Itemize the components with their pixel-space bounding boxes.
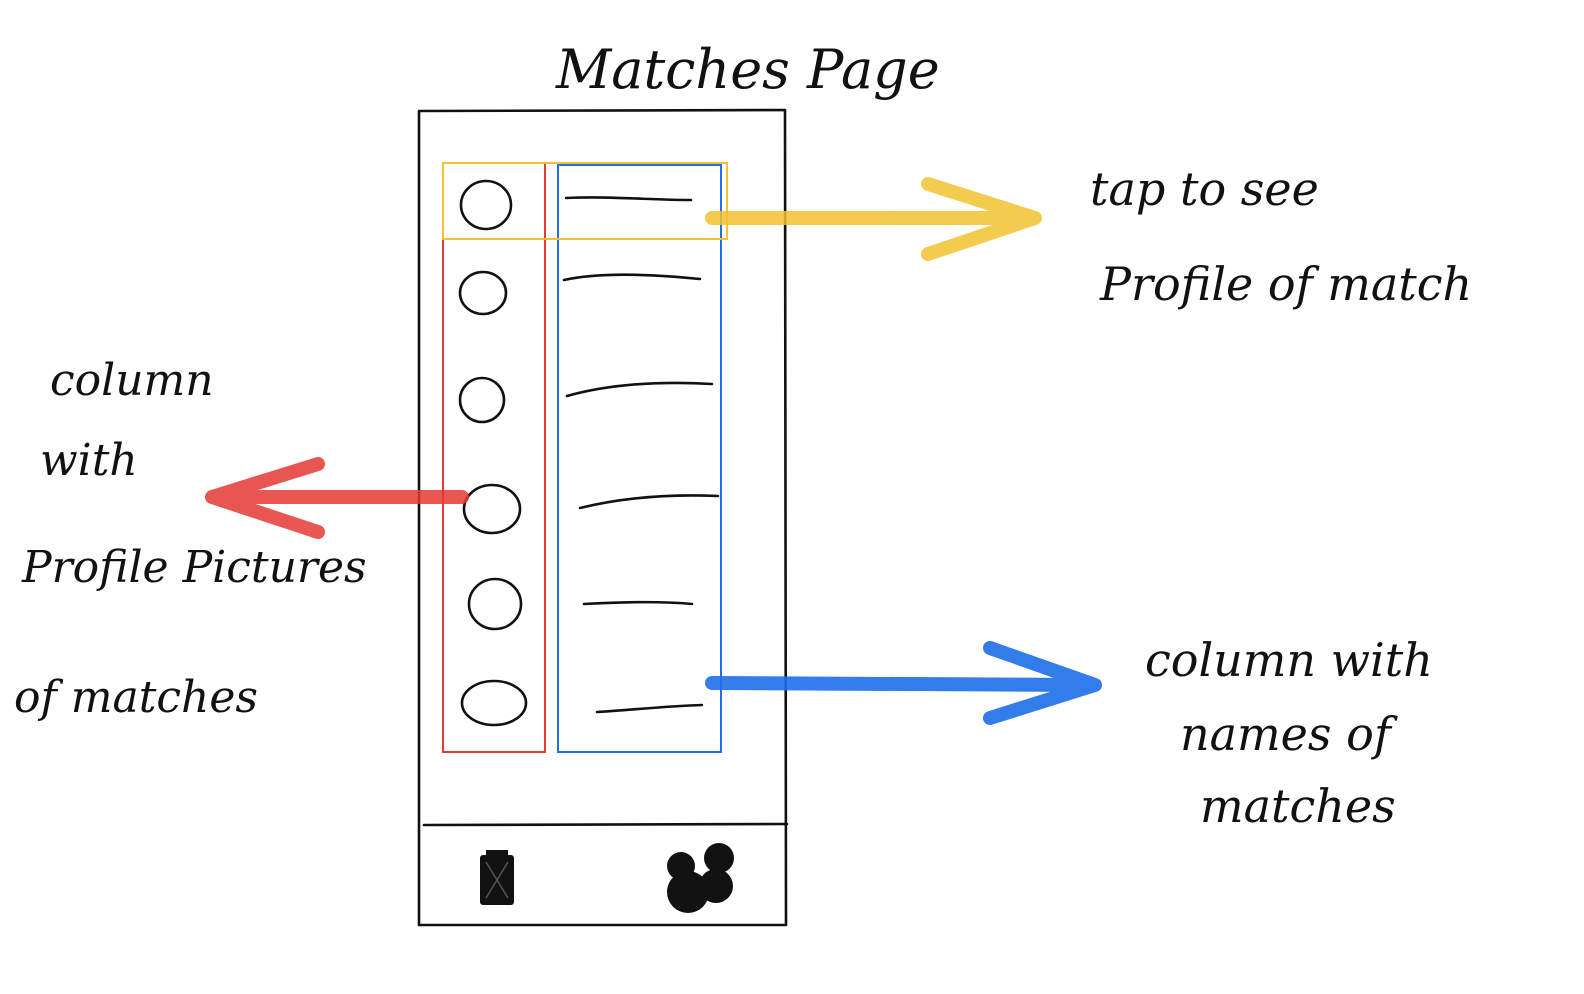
tap-arrow <box>705 177 1042 261</box>
card-stack-icon[interactable] <box>480 850 514 905</box>
tap-annotation-line1: tap to see <box>1090 162 1319 216</box>
profile-picture <box>467 577 523 631</box>
page-title: Matches Page <box>555 38 940 101</box>
pictures-annotation: column with Profile Pictures of matches <box>14 355 367 723</box>
tap-row-highlight[interactable] <box>442 162 728 240</box>
list-item[interactable] <box>458 270 702 316</box>
match-name <box>562 273 702 282</box>
list-item[interactable] <box>459 179 693 231</box>
match-list <box>458 179 720 727</box>
list-item[interactable] <box>467 577 694 631</box>
pictures-annotation-line3: Profile Pictures <box>21 542 367 593</box>
pictures-column-box <box>442 162 546 753</box>
pictures-annotation-line4: of matches <box>14 672 258 723</box>
pictures-annotation-line1: column <box>50 355 214 406</box>
profile-picture <box>458 376 506 424</box>
tap-annotation-line2: Profile of match <box>1099 257 1472 311</box>
names-annotation: column with names of matches <box>1145 633 1433 833</box>
match-name <box>565 381 714 398</box>
names-column-box <box>557 164 722 753</box>
names-annotation-line1: column with <box>1145 633 1433 687</box>
names-arrow <box>705 641 1102 725</box>
phone-frame <box>417 108 789 927</box>
list-item[interactable] <box>458 376 714 424</box>
pictures-annotation-line2: with <box>40 435 138 486</box>
profile-picture <box>462 483 522 535</box>
list-item[interactable] <box>460 679 704 727</box>
list-item[interactable] <box>462 483 720 535</box>
match-name <box>578 494 720 510</box>
pictures-arrow <box>205 457 469 539</box>
profile-picture <box>458 270 508 316</box>
match-name <box>595 703 704 714</box>
names-annotation-line2: names of <box>1180 707 1398 761</box>
bottom-nav <box>480 843 734 913</box>
profile-picture <box>459 179 513 231</box>
names-annotation-line3: matches <box>1200 779 1396 833</box>
group-people-icon[interactable] <box>667 843 734 913</box>
profile-picture <box>460 679 528 727</box>
match-name <box>564 196 693 202</box>
tap-annotation: tap to see Profile of match <box>1090 162 1472 311</box>
match-name <box>582 600 694 606</box>
